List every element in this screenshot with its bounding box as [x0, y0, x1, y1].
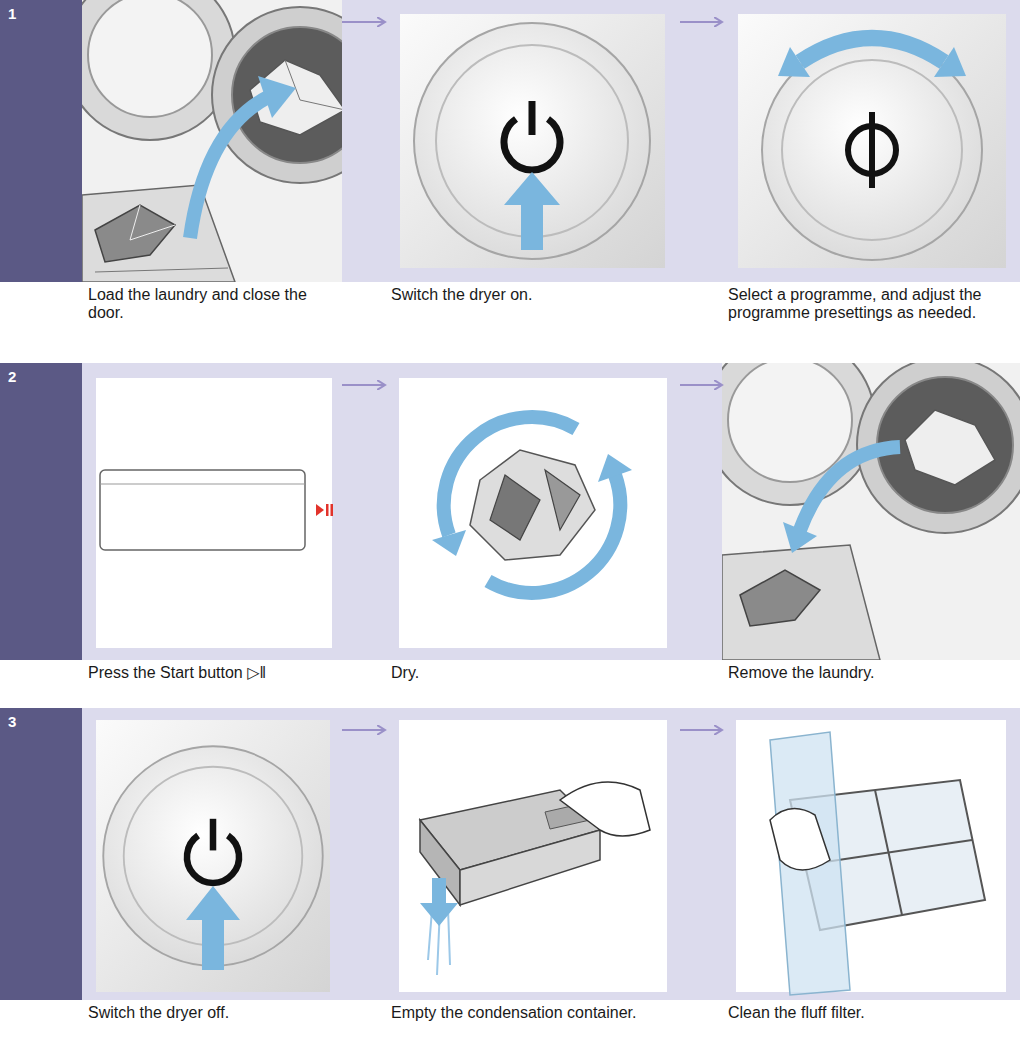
step-panel: Switch the dryer off.: [82, 708, 342, 1022]
step-panel: Switch the dryer on.: [385, 0, 680, 304]
step-panel: Press the Start button ▷‖: [82, 363, 342, 682]
step-number: 3: [0, 708, 82, 736]
step-panel: Load the laundry and close the door.: [82, 0, 342, 322]
condensation-container-picture: [399, 720, 667, 992]
step-caption: Select a programme, and adjust the progr…: [722, 286, 1020, 322]
step-arrow: [342, 21, 385, 23]
step-panel: Remove the laundry.: [722, 363, 1020, 682]
step-arrow: [680, 21, 722, 23]
step-caption: Remove the laundry.: [722, 664, 1020, 682]
step-arrow: [680, 384, 722, 386]
step-panel: Clean the fluff filter.: [722, 708, 1020, 1022]
step-panel: Select a programme, and adjust the progr…: [722, 0, 1020, 322]
drying-picture: [399, 378, 667, 648]
step-arrow: [342, 384, 385, 386]
step-caption: Switch the dryer on.: [385, 286, 680, 304]
step-caption: Switch the dryer off.: [82, 1004, 342, 1022]
step-arrow: [342, 729, 385, 731]
display-picture: [96, 378, 333, 648]
step-caption: Load the laundry and close the door.: [82, 286, 342, 322]
step-number: 2: [0, 363, 82, 391]
step-arrow: [680, 729, 722, 731]
step-caption: Press the Start button ▷‖: [82, 664, 342, 682]
switch-off-picture: [96, 720, 330, 992]
switch-on-picture: [400, 14, 665, 268]
load-laundry-picture: [82, 0, 342, 282]
step-panel: Empty the condensation container.: [385, 708, 680, 1022]
step-number-band: 2: [0, 363, 82, 660]
select-programme-picture: [738, 14, 1006, 268]
remove-laundry-picture: [722, 363, 1020, 660]
step-caption: Clean the fluff filter.: [722, 1004, 1020, 1022]
step-caption: Dry.: [385, 664, 680, 682]
step-number: 1: [0, 0, 82, 28]
step-panel: Dry.: [385, 363, 680, 682]
step-number-band: 3: [0, 708, 82, 1000]
step-number-band: 1: [0, 0, 82, 282]
fluff-filter-picture: [736, 720, 1006, 995]
step-caption: Empty the condensation container.: [385, 1004, 680, 1022]
